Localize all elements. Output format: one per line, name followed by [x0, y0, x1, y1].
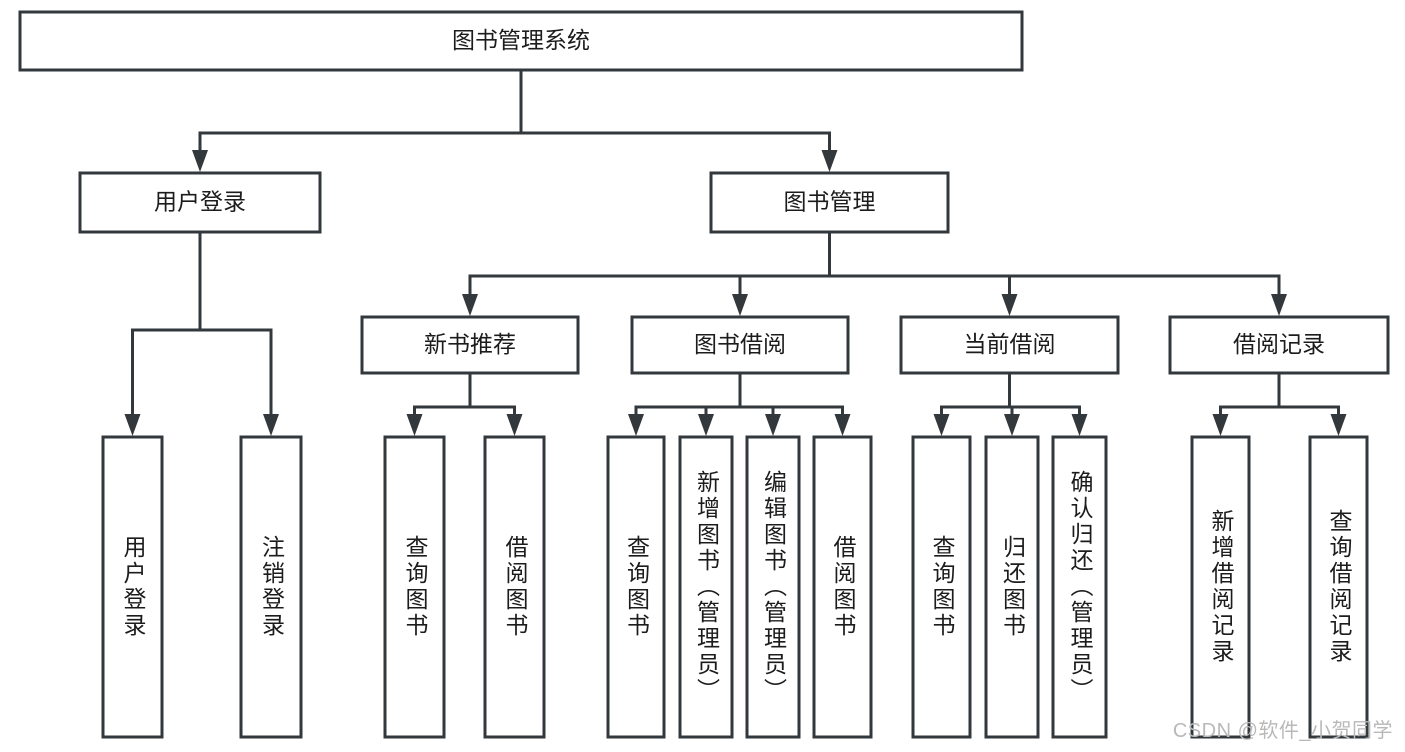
node-box-leaf-add-book-admin[interactable]: [678, 435, 734, 739]
node-box-leaf-user-login[interactable]: [101, 435, 164, 739]
node-box-leaf-user-logout[interactable]: [239, 435, 303, 739]
node-box-book-borrow[interactable]: [630, 315, 850, 375]
node-label-current-borrow: 当前借阅: [964, 331, 1056, 357]
node-box-user-login[interactable]: [78, 171, 322, 234]
arrow-head-icon: [834, 414, 851, 436]
arrow-head-icon: [821, 150, 838, 172]
node-label-borrow-record: 借阅记录: [1233, 331, 1325, 357]
arrow-head-icon: [1001, 294, 1018, 316]
arrow-head-icon: [406, 414, 423, 436]
arrow-head-icon: [124, 414, 141, 436]
node-box-book-manage[interactable]: [709, 171, 950, 234]
node-label-root: 图书管理系统: [452, 27, 590, 53]
arrow-head-icon: [1212, 414, 1229, 436]
node-box-leaf-query-book-rec[interactable]: [383, 435, 446, 739]
arrow-head-icon: [628, 414, 644, 436]
arrow-head-icon: [765, 414, 781, 436]
arrow-head-icon: [1271, 294, 1287, 316]
arrow-head-icon: [506, 414, 523, 436]
node-box-leaf-borrow-book-rec[interactable]: [483, 435, 546, 739]
node-label-new-book-recommend: 新书推荐: [424, 331, 516, 357]
arrow-head-icon: [933, 414, 950, 436]
node-box-leaf-return-book[interactable]: [984, 435, 1040, 739]
node-box-leaf-confirm-return-admin[interactable]: [1051, 435, 1108, 739]
node-box-leaf-edit-book-admin[interactable]: [745, 435, 801, 739]
arrow-head-icon: [732, 294, 748, 316]
node-box-current-borrow[interactable]: [899, 315, 1120, 375]
node-box-root[interactable]: [18, 10, 1024, 72]
node-box-leaf-query-book-borrow[interactable]: [606, 435, 666, 739]
arrow-head-icon: [698, 414, 714, 436]
node-label-user-login: 用户登录: [154, 189, 246, 215]
node-box-borrow-record[interactable]: [1168, 315, 1390, 375]
node-label-book-borrow: 图书借阅: [694, 331, 786, 357]
arrow-head-icon: [1071, 414, 1088, 436]
arrow-head-icon: [192, 150, 208, 172]
arrow-head-icon: [462, 294, 478, 316]
node-box-new-book-recommend[interactable]: [360, 315, 580, 375]
watermark-text: CSDN @软件_小贺同学: [1172, 720, 1393, 742]
node-box-leaf-borrow-book[interactable]: [812, 435, 873, 739]
node-box-leaf-query-borrow-record[interactable]: [1308, 435, 1369, 739]
arrow-head-icon: [1330, 414, 1347, 436]
node-label-book-manage: 图书管理: [784, 189, 876, 215]
node-box-leaf-query-book-current[interactable]: [911, 435, 972, 739]
node-box-leaf-add-borrow-record[interactable]: [1190, 435, 1251, 739]
arrow-head-icon: [263, 414, 279, 436]
connector-layer: [124, 68, 1347, 436]
arrow-head-icon: [1004, 414, 1020, 436]
